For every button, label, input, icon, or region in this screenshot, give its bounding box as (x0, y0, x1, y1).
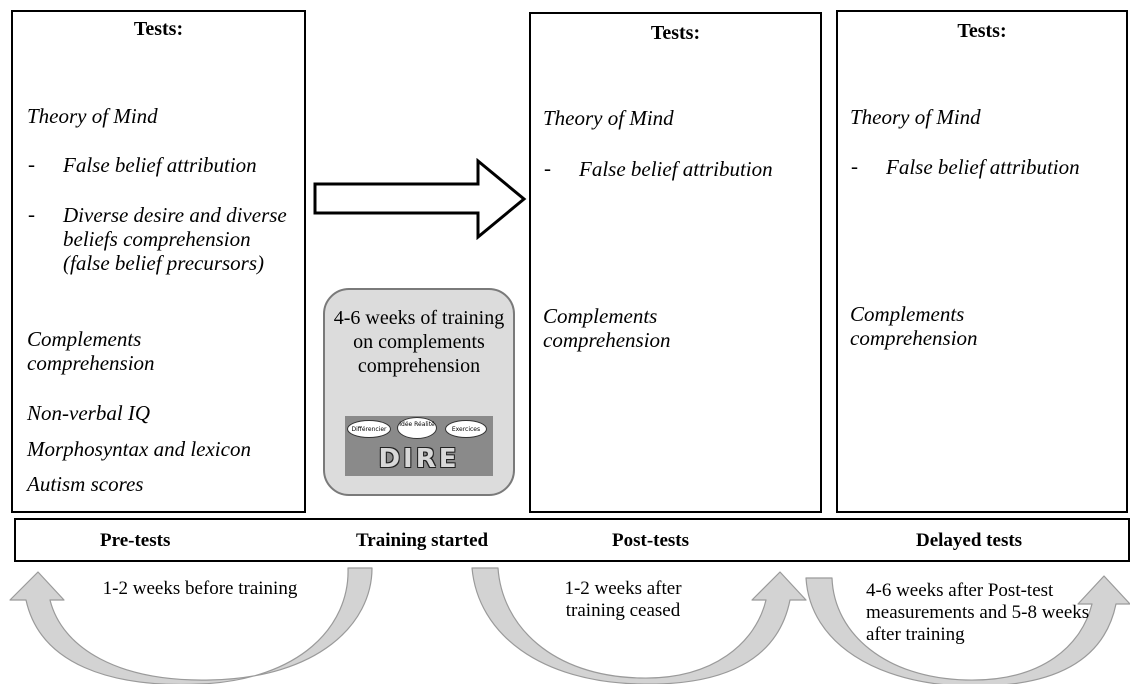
dire-logo-letters: DIRE (378, 444, 460, 474)
posttest-box: Tests: Theory of Mind - False belief att… (529, 12, 822, 513)
pretest-title: Tests: (133, 18, 184, 40)
note-posttest-timing: 1-2 weeks after training ceased (564, 578, 682, 621)
pretest-nonverbal-iq: Non-verbal IQ (27, 401, 151, 425)
dire-training-image: Différencier Idée Réalité Exercices DIRE (345, 416, 493, 476)
delayed-title: Tests: (957, 20, 1007, 42)
note-pretest-timing: 1-2 weeks before training (102, 578, 298, 599)
pretest-theory-of-mind: Theory of Mind (27, 104, 158, 128)
timeline-delayed-tests: Delayed tests (916, 530, 1023, 551)
timeline-pretests: Pre-tests (100, 530, 171, 551)
curved-arrow-icon-1 (9, 567, 373, 684)
training-box: 4-6 weeks of training on complements com… (323, 288, 515, 496)
bubble-exercices: Exercices (445, 420, 487, 438)
pretest-diverse-desire: Diverse desire and diverse beliefs compr… (63, 203, 287, 275)
pretest-complements: Complements comprehension (27, 327, 155, 375)
pretest-morphosyntax: Morphosyntax and lexicon (27, 437, 251, 461)
pretest-autism: Autism scores (27, 472, 144, 496)
training-text: 4-6 weeks of training on complements com… (333, 307, 505, 377)
curved-arrows (9, 567, 1130, 684)
delayed-false-belief: False belief attribution (886, 155, 1080, 179)
posttest-dash: - (544, 156, 551, 180)
timeline-bar: Pre-tests Training started Post-tests De… (14, 518, 1130, 562)
posttest-title: Tests: (650, 22, 701, 44)
note-delayed-timing: 4-6 weeks after Post-test measurements a… (866, 580, 1090, 645)
right-arrow-icon (313, 158, 527, 240)
posttest-false-belief: False belief attribution (579, 157, 773, 181)
delayed-theory-of-mind: Theory of Mind (850, 105, 981, 129)
curved-arrow-icon-2 (471, 567, 807, 684)
delayed-dash: - (851, 154, 858, 178)
bubble-differencier: Différencier (347, 420, 391, 438)
pretest-box: Tests: Theory of Mind - False belief att… (11, 10, 306, 513)
curved-arrow-icon-3 (805, 575, 1130, 684)
posttest-complements: Complements comprehension (543, 304, 671, 352)
delayed-complements: Complements comprehension (850, 302, 978, 350)
pretest-false-belief: False belief attribution (63, 153, 257, 177)
pretest-dash-2: - (28, 202, 35, 226)
pretest-dash-1: - (28, 152, 35, 176)
bubble-idee-realite: Idée Réalité (397, 417, 437, 439)
timeline-posttests: Post-tests (612, 530, 690, 551)
posttest-theory-of-mind: Theory of Mind (543, 106, 674, 130)
delayed-box: Tests: Theory of Mind - False belief att… (836, 10, 1128, 513)
timeline-training-started: Training started (356, 530, 489, 551)
